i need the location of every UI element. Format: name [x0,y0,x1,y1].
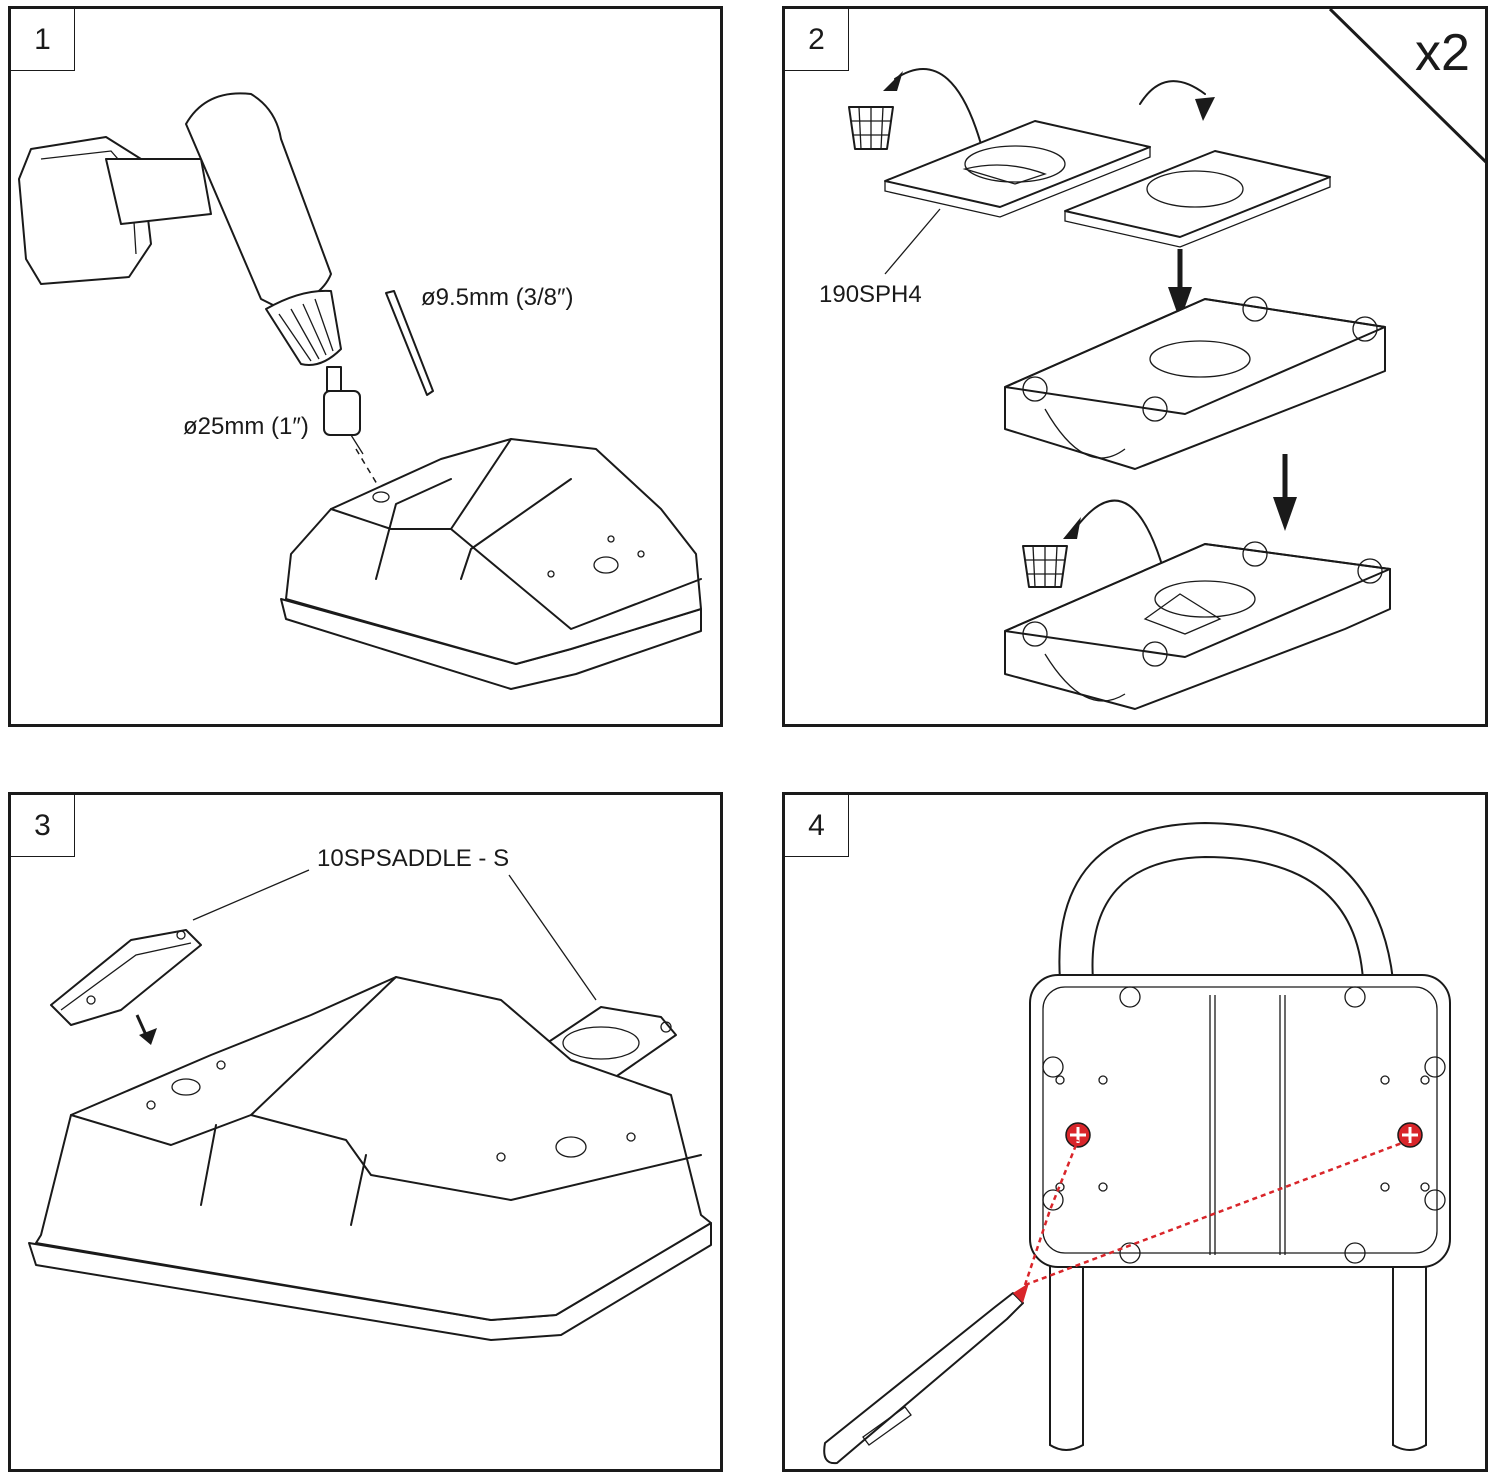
step-4-panel: 4 [782,792,1488,1472]
marker-pen-icon [823,1283,1029,1465]
screw-cross-icon [1065,1122,1091,1148]
part-label-10spsaddle: 10SPSADDLE - S [317,845,510,872]
step-2-panel: 2 [782,6,1488,727]
hole-saw-icon [323,390,387,500]
screw-cross-icon [1397,1122,1423,1148]
drill-icon [18,92,342,392]
step-1-panel: 1 [8,6,723,727]
step-2-illustration [848,9,1485,710]
mount-plate-illustration [1029,974,1451,1268]
drill-bit-icon [385,290,434,396]
mount-plate-illustration [1004,541,1391,710]
step-3-number: 3 [11,795,75,857]
down-arrow-icon [1273,454,1297,531]
waste-basket-icon [848,106,894,150]
quantity-multiplier: x2 [1415,24,1470,82]
step-3-panel: 3 [8,792,723,1472]
down-arrow-icon [1168,249,1192,321]
step-4-number: 4 [785,795,849,857]
mount-plate-illustration [1004,296,1386,470]
step-2-number: 2 [785,9,849,71]
rotate-arrow-icon [1139,80,1215,121]
saddle-illustration [50,929,202,1026]
waste-basket-icon [1022,545,1068,588]
part-label-190sph4: 190SPH4 [819,281,922,308]
corner-divider [1328,9,1485,164]
step-1-illustration [18,92,702,690]
step-4-illustration [823,822,1451,1465]
down-arrow-icon [135,1014,157,1045]
enclosure-illustration [280,438,702,690]
rail-tube [1049,822,1427,1451]
drill-bit-size-label: ø9.5mm (3/8″) [421,284,574,311]
enclosure-illustration [28,976,712,1341]
step-1-number: 1 [11,9,75,71]
hole-saw-size-label: ø25mm (1″) [183,413,309,440]
step-3-illustration [28,869,712,1341]
